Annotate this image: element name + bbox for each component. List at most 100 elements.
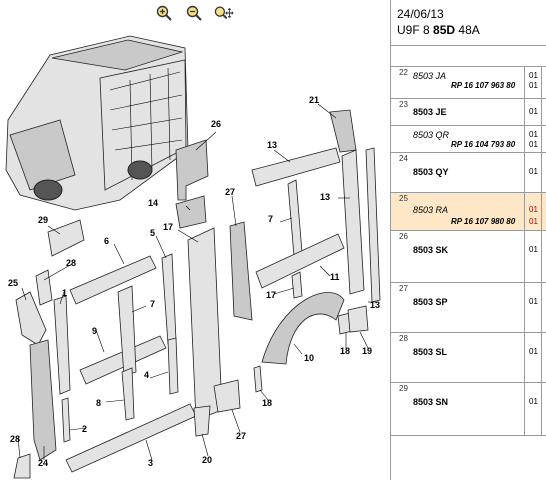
callout-13[interactable]: 13 [370, 300, 380, 310]
callout-12[interactable]: 13 [267, 140, 277, 150]
callout-26[interactable]: 26 [211, 119, 221, 129]
part-code[interactable]: 8503 QY [413, 167, 449, 177]
parts-list-row[interactable]: 29 8503 SN 01 [391, 383, 546, 436]
callout-7b[interactable]: 7 [268, 214, 273, 224]
row-number: 22 [399, 68, 408, 77]
column-separator [524, 153, 525, 192]
list-spacer [391, 46, 546, 67]
part-code[interactable]: 8503 JA [413, 71, 447, 81]
column-separator [541, 193, 542, 230]
parts-rows: 22 8503 JA 01 RP 16 107 963 80 01 23 8503 JE 01… [391, 67, 546, 436]
leader-lines [17, 103, 376, 461]
part-quantity: 01 [529, 107, 538, 116]
model-bold: 85D [433, 23, 456, 37]
part-code[interactable]: 8503 RA [413, 205, 449, 215]
part-shapes [13, 109, 381, 479]
list-header: 24/06/13 U9F 8 85D 48A [391, 0, 546, 46]
callout-4[interactable]: 4 [144, 370, 149, 380]
part-reference[interactable]: RP 16 107 963 80 [451, 81, 516, 90]
column-separator [541, 333, 542, 382]
van-illustration [5, 35, 189, 211]
part-code[interactable]: 8503 SP [413, 297, 448, 307]
row-number: 29 [399, 384, 408, 393]
part-quantity: 01 [529, 245, 538, 254]
callout-1[interactable]: 1 [62, 288, 67, 298]
callout-23[interactable]: 25 [8, 278, 18, 288]
callout-27[interactable]: 27 [236, 431, 246, 441]
model-suffix: 48A [458, 23, 480, 37]
part-quantity: 01 [529, 297, 538, 306]
callout-16[interactable]: 17 [266, 290, 276, 300]
column-separator [524, 193, 525, 230]
column-separator [524, 67, 525, 98]
parts-list-row[interactable]: 23 8503 JE 01 [391, 99, 546, 126]
callout-7[interactable]: 7 [150, 299, 155, 309]
callout-9[interactable]: 9 [92, 326, 97, 336]
column-separator [524, 99, 525, 125]
callout-5[interactable]: 5 [150, 228, 155, 238]
callout-18b[interactable]: 18 [262, 398, 272, 408]
part-reference[interactable]: RP 16 104 793 80 [451, 140, 516, 149]
column-separator [541, 231, 542, 282]
parts-list-row[interactable]: 27 8503 SP 01 [391, 283, 546, 333]
callout-6[interactable]: 6 [104, 236, 109, 246]
callout-19[interactable]: 19 [362, 346, 372, 356]
callout-22[interactable]: 24 [38, 458, 48, 468]
callout-3[interactable]: 3 [148, 458, 153, 468]
callout-labels: 21 26 13 27 14 29 17 5 6 7 13 28 11 25 1… [8, 95, 380, 468]
zoom-out-icon[interactable] [184, 4, 204, 22]
column-separator [541, 99, 542, 125]
callout-24[interactable]: 28 [66, 258, 76, 268]
part-reference[interactable]: RP 16 107 980 80 [451, 217, 516, 226]
column-separator [541, 67, 542, 98]
column-separator [524, 231, 525, 282]
callout-10[interactable]: 10 [304, 353, 314, 363]
part-quantity-secondary: 01 [529, 81, 538, 90]
column-separator [524, 283, 525, 332]
callout-29[interactable]: 29 [38, 215, 48, 225]
callout-17[interactable]: 17 [163, 222, 173, 232]
row-number: 23 [399, 100, 408, 109]
part-code[interactable]: 8503 SL [413, 347, 448, 357]
callout-15[interactable]: 14 [148, 198, 158, 208]
column-separator [524, 333, 525, 382]
part-code[interactable]: 8503 JE [413, 107, 447, 117]
row-number: 27 [399, 284, 408, 293]
row-number: 28 [399, 334, 408, 343]
callout-14[interactable]: 13 [320, 192, 330, 202]
callout-11[interactable]: 11 [330, 272, 340, 282]
callout-20[interactable]: 20 [202, 455, 212, 465]
callout-2[interactable]: 2 [82, 424, 87, 434]
model-prefix: U9F 8 [397, 23, 430, 37]
column-separator [524, 383, 525, 435]
row-number: 24 [399, 154, 408, 163]
part-quantity-secondary: 01 [529, 140, 538, 149]
row-number: 26 [399, 232, 408, 241]
callout-18[interactable]: 18 [340, 346, 350, 356]
diagram-pane: 21 26 13 27 14 29 17 5 6 7 13 28 11 25 1… [5, 4, 381, 479]
callout-25[interactable]: 27 [225, 187, 235, 197]
zoom-toolbar [154, 4, 234, 22]
callout-28[interactable]: 28 [10, 434, 20, 444]
part-quantity: 01 [529, 205, 538, 214]
parts-list-pane: 24/06/13 U9F 8 85D 48A 22 8503 JA 01 RP 16 … [390, 0, 546, 480]
header-date: 24/06/13 [397, 7, 444, 21]
zoom-fit-icon[interactable] [214, 4, 234, 22]
part-code[interactable]: 8503 SK [413, 245, 449, 255]
zoom-in-icon[interactable] [154, 4, 174, 22]
part-quantity: 01 [529, 397, 538, 406]
header-model: U9F 8 85D 48A [397, 22, 546, 38]
column-separator [541, 153, 542, 192]
part-code[interactable]: 8503 QR [413, 130, 450, 140]
parts-list-row[interactable]: 26 8503 SK 01 [391, 231, 546, 283]
callout-8[interactable]: 8 [96, 398, 101, 408]
part-code[interactable]: 8503 SN [413, 397, 449, 407]
callout-21[interactable]: 21 [309, 95, 319, 105]
exploded-parts-diagram: 21 26 13 27 14 29 17 5 6 7 13 28 11 25 1… [5, 35, 381, 479]
row-number: 25 [399, 194, 408, 203]
